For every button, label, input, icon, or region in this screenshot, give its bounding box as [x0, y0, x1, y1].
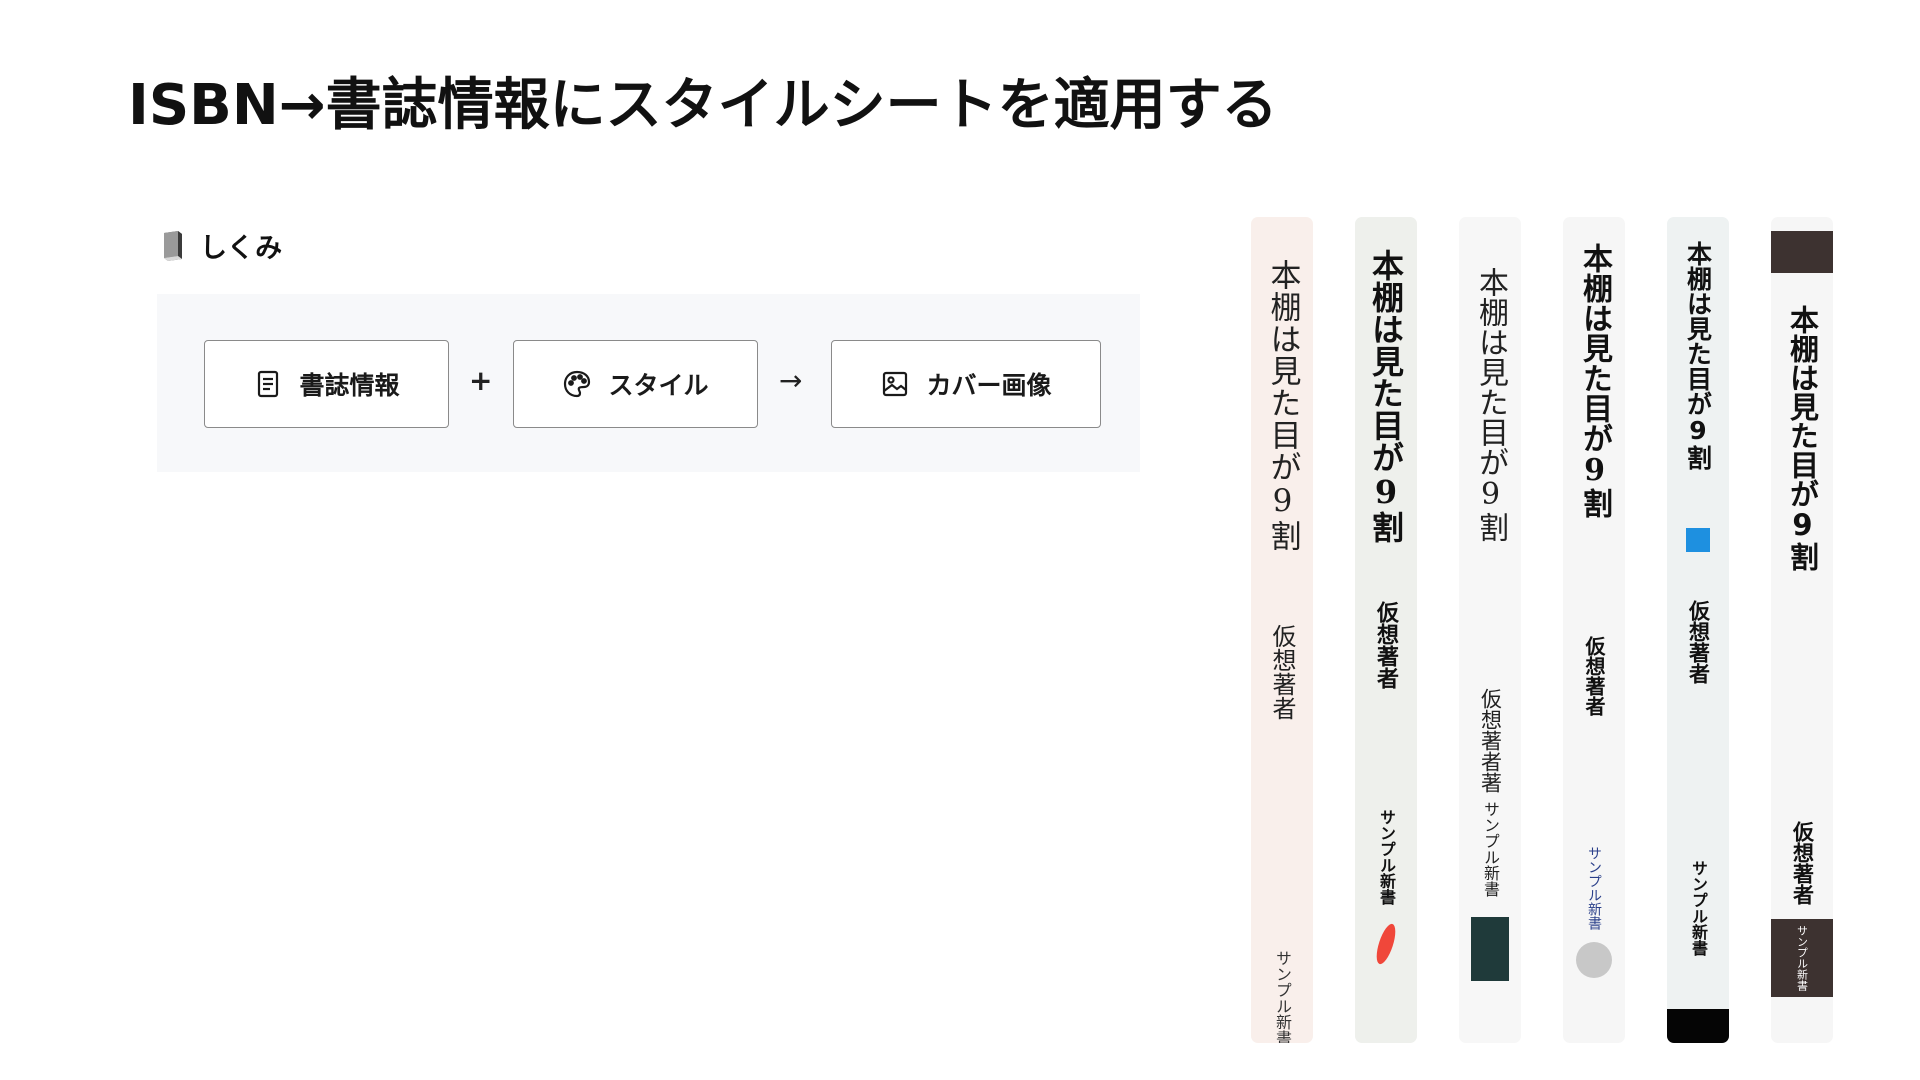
spine-author: 仮想著者 [1790, 821, 1815, 905]
spine-author: 仮想著者著 [1478, 688, 1503, 793]
bib-info-box: 書誌情報 [204, 340, 449, 428]
book-spine-2: 本棚は見た目が9割 仮想著者 サンプル新書 [1355, 217, 1417, 1043]
book-spine-5: 本棚は見た目が9割 仮想著者 サンプル新書 [1667, 217, 1729, 1043]
book-icon [164, 230, 182, 261]
spine-publisher: サンプル新書 [1689, 860, 1708, 956]
spine-title: 本棚は見た目が9割 [1785, 305, 1820, 571]
spine-publisher: サンプル新書 [1586, 846, 1602, 930]
spine-title: 本棚は見た目が9割 [1577, 243, 1612, 518]
arrow-operator: → [779, 364, 803, 397]
spine-title: 本棚は見た目が9割 [1473, 267, 1508, 542]
spine-publisher: サンプル新書 [1795, 925, 1809, 991]
page-title: ISBN→書誌情報にスタイルシートを適用する [128, 73, 1278, 138]
bib-info-label: 書誌情報 [299, 371, 400, 400]
spine-accent-circle [1576, 942, 1612, 978]
spine-publisher: サンプル新書 [1481, 801, 1500, 897]
spine-foot-band [1667, 1009, 1729, 1043]
spine-author: 仮想著者 [1582, 636, 1606, 716]
style-box: スタイル [513, 340, 758, 428]
palette-icon [564, 370, 591, 398]
spine-accent-square [1686, 528, 1710, 552]
book-spine-3: 本棚は見た目が9割 仮想著者著 サンプル新書 [1459, 217, 1521, 1043]
spine-author: 仮想著者 [1686, 600, 1711, 684]
spine-publisher: サンプル新書 [1377, 809, 1396, 905]
spine-top-band [1771, 231, 1833, 273]
book-spine-6: 本棚は見た目が9割 仮想著者 サンプル新書 [1771, 217, 1833, 1043]
book-spine-1: 本棚は見た目が9割 仮想著者 サンプル新書 [1251, 217, 1313, 1043]
spine-publisher: サンプル新書 [1273, 950, 1292, 1043]
cover-image-label: カバー画像 [926, 371, 1052, 400]
spine-author: 仮想著者 [1268, 624, 1296, 720]
spine-publisher-band: サンプル新書 [1771, 919, 1833, 997]
section-heading-label: しくみ [200, 233, 283, 264]
spine-title: 本棚は見た目が9割 [1683, 241, 1713, 470]
cover-image-box: カバー画像 [831, 340, 1101, 428]
flow-panel: 書誌情報 + スタイル → カバー画像 [157, 294, 1140, 472]
spine-title: 本棚は見た目が9割 [1367, 249, 1405, 543]
image-icon [883, 371, 908, 397]
document-icon [258, 370, 279, 398]
plus-operator: + [469, 364, 493, 397]
book-spine-4: 本棚は見た目が9割 仮想著者 サンプル新書 [1563, 217, 1625, 1043]
spine-accent-mark [1372, 921, 1400, 967]
spine-title: 本棚は見た目が9割 [1264, 259, 1301, 552]
style-label: スタイル [608, 371, 709, 400]
spine-author: 仮想著者 [1373, 601, 1399, 689]
spine-accent-block [1471, 917, 1509, 981]
section-heading: しくみ [160, 226, 282, 265]
